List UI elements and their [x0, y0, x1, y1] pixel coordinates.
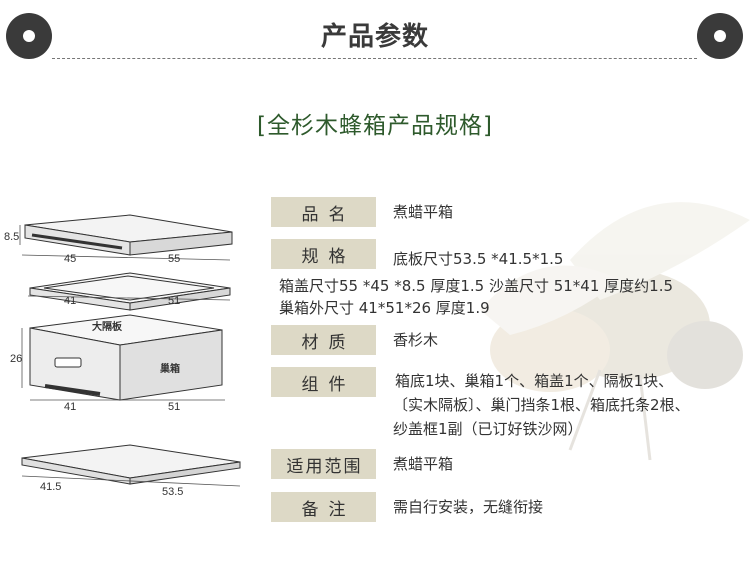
spec-value-components-line1: 箱底1块、巢箱1个、箱盖1个、隔板1块、 — [395, 372, 674, 390]
header-divider — [52, 58, 697, 59]
box-label: 巢箱 — [159, 362, 180, 375]
spec-label-material: 材质 — [271, 325, 376, 355]
bottom-width-label: 41.5 — [40, 481, 61, 493]
spec-label-scope: 适用范围 — [271, 449, 376, 479]
spec-label-note: 备注 — [271, 492, 376, 522]
lid-side — [129, 231, 233, 256]
spec-value-size-line1: 底板尺寸53.5 *41.5*1.5 — [393, 250, 564, 268]
spec-value-components-line3: 纱盖框1副（已订好铁沙网） — [393, 420, 583, 438]
spec-value-size-line2: 箱盖尺寸55 *45 *8.5 厚度1.5 沙盖尺寸 51*41 厚度约1.5 — [279, 277, 674, 295]
box-length-label: 51 — [168, 401, 180, 413]
page-title: 产品参数 — [320, 22, 429, 52]
inner-length-label: 51 — [168, 295, 180, 307]
bottom-length-label: 53.5 — [162, 486, 183, 498]
lid-length-label: 55 — [168, 253, 180, 265]
spec-value-components-line2: 〔实木隔板〕、巢门挡条1根、箱底托条2根、 — [393, 396, 690, 414]
spec-value-material: 香杉木 — [393, 331, 439, 349]
spec-value-size-line3: 巢箱外尺寸 41*51*26 厚度1.9 — [279, 299, 490, 317]
lid-height-label: 8.5 — [4, 231, 19, 243]
lid-width-label: 45 — [64, 253, 76, 265]
spec-label-components: 组件 — [271, 367, 376, 397]
inner-width-label: 41 — [64, 295, 76, 307]
left-decor-circle — [6, 13, 52, 59]
spec-value-scope: 煮蜡平箱 — [393, 455, 454, 473]
spec-value-note: 需自行安装，无缝衔接 — [393, 498, 544, 516]
right-decor-circle — [697, 13, 743, 59]
spec-label-name: 品名 — [271, 197, 376, 227]
spec-value-name: 煮蜡平箱 — [393, 203, 454, 221]
divider-label: 大隔板 — [92, 320, 123, 333]
box-height-label: 26 — [10, 353, 22, 365]
spec-subtitle: [全杉木蜂箱产品规格] — [257, 113, 493, 139]
beehive-diagram: 8.5 45 55 41 51 大隔板 26 巢箱 41 51 41.5 53.… — [4, 214, 241, 498]
box-width-label: 41 — [64, 401, 76, 413]
box-side — [119, 329, 223, 401]
spec-label-size: 规格 — [271, 239, 376, 269]
